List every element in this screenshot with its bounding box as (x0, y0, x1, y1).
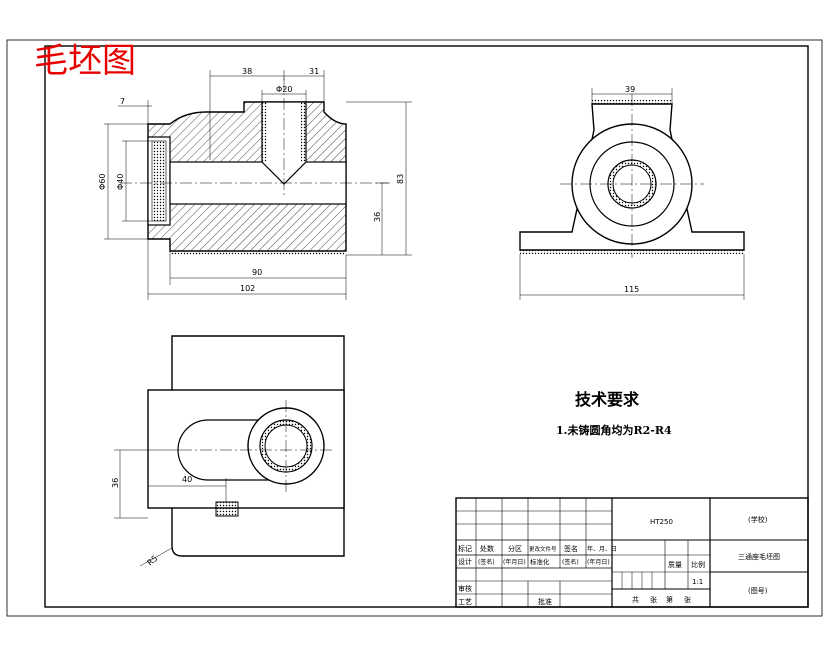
dim-front-top-hole: Φ20 (276, 85, 292, 94)
side-dimensions (519, 88, 745, 300)
dim-front-seven: 7 (120, 97, 125, 106)
tb-sheets-word: 张 (650, 595, 657, 604)
tb-label-sign: 签名 (564, 544, 578, 553)
dim-top-chamfer: R5 (146, 554, 160, 568)
tb-label-mark: 标记 (458, 544, 472, 553)
side-view (519, 94, 745, 258)
tb-sign-fill2: (签名) (562, 558, 579, 566)
dim-top-len: 40 (182, 475, 192, 484)
tb-sheet-word: 张 (684, 595, 691, 604)
outer-border (6, 39, 823, 617)
tb-label-count: 处数 (480, 544, 494, 553)
tb-label-process: 工艺 (458, 598, 472, 606)
drawing-frame (44, 45, 809, 608)
top-view (147, 335, 345, 557)
tb-date-fill: (年月日) (503, 558, 526, 566)
tb-date-fill2: (年月日) (587, 558, 610, 566)
dim-front-length-inner: 90 (252, 268, 262, 277)
tb-sheet-no: 第 (666, 595, 673, 604)
tb-scale: 1:1 (692, 578, 703, 586)
top-dimensions (114, 449, 227, 567)
tb-drawing-no: (图号) (748, 587, 768, 595)
dim-front-dia-inner: Φ40 (116, 174, 125, 190)
tb-label-design: 设计 (458, 557, 472, 566)
tb-label-date: 年、月、日 (587, 545, 617, 553)
tb-material: HT250 (650, 518, 673, 526)
front-dimensions (104, 70, 412, 300)
dim-front-length-total: 102 (240, 284, 255, 293)
tb-sign-fill: (签名) (478, 558, 495, 566)
requirements-heading: 技术要求 (575, 390, 640, 409)
tb-label-standard: 标准化 (530, 557, 550, 566)
front-view (120, 78, 390, 255)
tb-label-zone: 分区 (508, 544, 522, 553)
dim-front-half-height: 36 (373, 212, 382, 222)
dim-side-top: 39 (625, 85, 635, 94)
tb-sheets-total: 共 (632, 595, 639, 604)
dim-front-top-right: 31 (309, 67, 319, 76)
dim-front-height: 83 (396, 174, 405, 184)
tb-label-review: 审核 (458, 584, 472, 593)
tb-part-name: 三通座毛坯图 (738, 552, 780, 561)
title-block (455, 497, 809, 608)
tb-label-change-doc: 更改文件号 (529, 545, 557, 553)
stamp-title: 毛坯图 (34, 41, 136, 81)
dim-front-top-left: 38 (242, 67, 252, 76)
requirements-item-1: 1.未铸圆角均为R2-R4 (556, 423, 672, 437)
tb-school: (学校) (748, 515, 768, 524)
dim-front-dia-outer: Φ60 (98, 174, 107, 190)
tb-label-ratio: 比例 (691, 560, 705, 569)
dim-side-width: 115 (624, 285, 639, 294)
tb-label-weight: 质量 (668, 560, 682, 569)
tb-label-approve: 批准 (538, 597, 552, 606)
dim-top-height: 36 (111, 478, 120, 488)
